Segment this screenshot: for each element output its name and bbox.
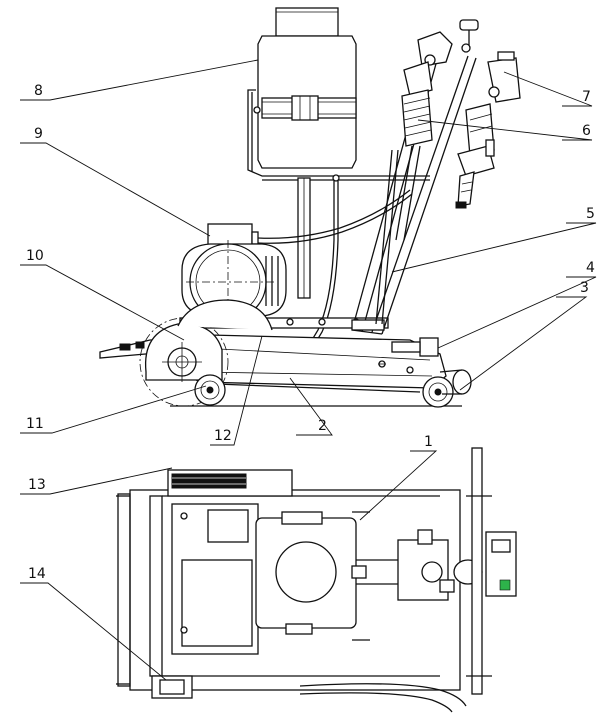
callout-2: 2 <box>318 418 327 434</box>
indicator-light <box>499 579 511 591</box>
motor <box>181 240 287 324</box>
callout-9: 9 <box>34 126 43 142</box>
belt-pulley <box>171 473 247 489</box>
tank-frame <box>247 89 430 177</box>
callout-14: 14 <box>28 566 46 582</box>
callout-7: 7 <box>582 89 591 105</box>
handle-head <box>417 19 479 67</box>
water-tank <box>247 7 430 181</box>
callout-11: 11 <box>26 416 44 432</box>
control-box <box>455 51 521 209</box>
callout-13: 13 <box>28 477 46 493</box>
strap-buckle <box>291 95 319 121</box>
rear-wheel <box>422 376 454 408</box>
callout-8: 8 <box>34 83 43 99</box>
callout-4: 4 <box>586 260 595 276</box>
callout-12: 12 <box>214 428 232 444</box>
callout-10: 10 <box>26 248 44 264</box>
blade-outline <box>139 317 229 407</box>
motor-top-box <box>207 509 249 543</box>
top-knob <box>459 19 479 31</box>
adjuster-block <box>419 337 439 357</box>
side-view <box>99 7 521 408</box>
callout-5: 5 <box>586 206 595 222</box>
front-wheel <box>194 374 226 406</box>
rear-axle <box>471 447 483 695</box>
callout-leaders <box>20 59 597 681</box>
top-view <box>116 447 517 713</box>
belt-cover <box>177 299 273 331</box>
handle-tube <box>299 683 467 707</box>
motor-cable <box>257 189 411 239</box>
callout-6: 6 <box>582 123 591 139</box>
engine-cap <box>275 541 337 603</box>
callout-1: 1 <box>424 434 433 450</box>
callout-3: 3 <box>580 280 589 296</box>
callout-labels: 8 9 10 11 12 2 3 4 5 6 7 1 13 14 <box>26 83 595 582</box>
rear-bumper <box>452 369 472 395</box>
lift-spring <box>395 61 433 241</box>
handle-base <box>351 319 385 331</box>
lower-link <box>215 383 421 393</box>
blade-guard <box>139 317 229 407</box>
